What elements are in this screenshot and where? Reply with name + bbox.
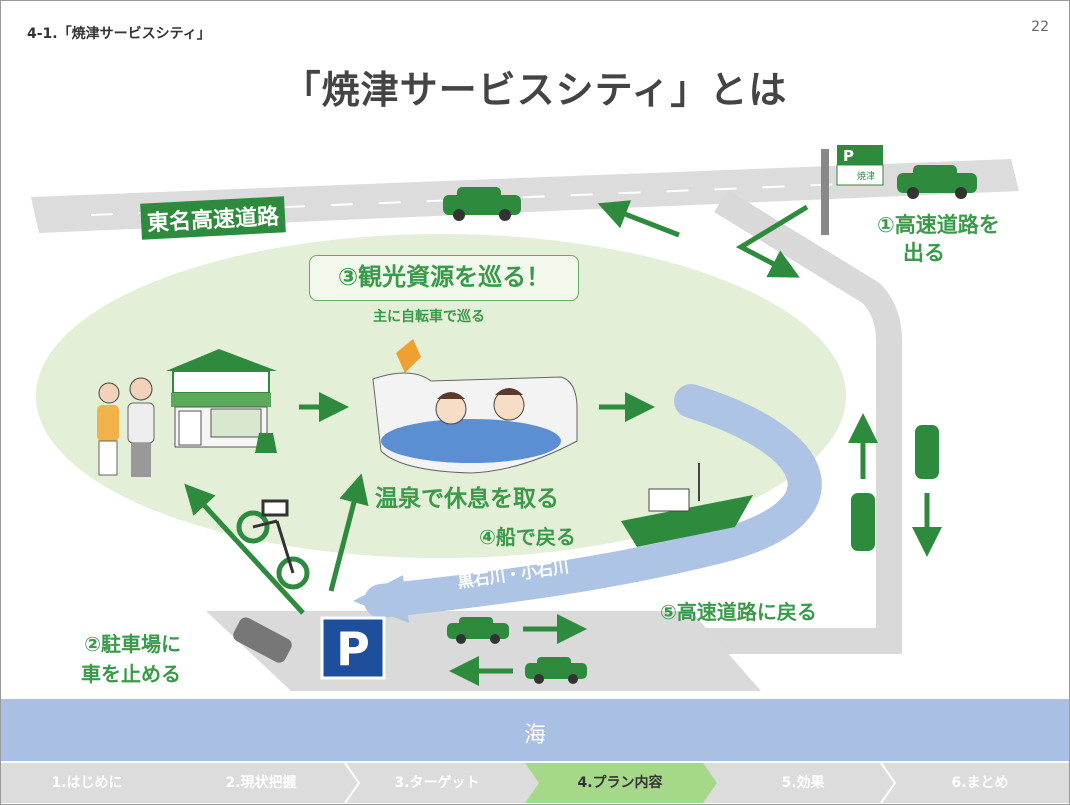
river bbox=[364, 384, 822, 618]
step4-label: ④船で戻る bbox=[479, 525, 576, 549]
car-road-right bbox=[915, 425, 939, 479]
flow-arrows bbox=[184, 200, 942, 686]
step1-line1: ①高速道路を bbox=[877, 213, 1000, 237]
step3-sub-label: 主に自転車で巡る bbox=[373, 309, 485, 325]
step2-label: ②駐車場に車を止める bbox=[81, 629, 181, 689]
sign-p: P bbox=[843, 147, 854, 165]
sign-text: 焼津 bbox=[857, 171, 875, 182]
boat bbox=[621, 463, 753, 547]
car-lot-2 bbox=[525, 657, 587, 684]
step2-line2: 車を止める bbox=[81, 662, 181, 686]
onsen-label: 温泉で休息を取る bbox=[375, 486, 559, 512]
cars bbox=[233, 165, 977, 684]
exit-sign: P 焼津 bbox=[821, 145, 884, 235]
nav-item-plan[interactable]: 4.プラン内容 bbox=[577, 775, 663, 791]
step2-line1: ②駐車場に bbox=[84, 632, 181, 656]
shop bbox=[166, 349, 277, 453]
section-label: 4-1.「焼津サービスシティ」 bbox=[27, 26, 211, 42]
nav-item-effect[interactable]: 5.効果 bbox=[781, 775, 825, 791]
sea bbox=[1, 699, 1069, 761]
progress-nav: 1.はじめに 2.現状把握 3.ターゲット 4.プラン内容 5.効果 6.まとめ bbox=[1, 763, 1069, 803]
sea-label: 海 bbox=[523, 723, 546, 748]
step1-label: ①高速道路を出る bbox=[877, 211, 1000, 267]
page-title: 「焼津サービスシティ」とは bbox=[282, 68, 788, 112]
car-road-left bbox=[851, 493, 875, 551]
arrow-to-onsen bbox=[328, 473, 369, 592]
bicycle bbox=[236, 499, 310, 590]
nav-item-target[interactable]: 3.ターゲット bbox=[394, 775, 480, 791]
car-exit bbox=[897, 165, 977, 199]
car-lot-1 bbox=[447, 617, 509, 644]
tourists bbox=[97, 377, 155, 477]
nav-active-bg bbox=[525, 763, 717, 803]
arrow-exit bbox=[735, 204, 809, 278]
car-parked bbox=[233, 617, 292, 663]
nav-item-intro[interactable]: 1.はじめに bbox=[51, 775, 123, 791]
arrow-to-highway bbox=[597, 200, 680, 238]
step5-label: ⑤高速道路に戻る bbox=[660, 600, 817, 624]
car-highway bbox=[443, 187, 521, 221]
step1-line2: 出る bbox=[903, 241, 945, 265]
parking-p: P bbox=[336, 622, 370, 676]
nav-item-summary[interactable]: 6.まとめ bbox=[951, 775, 1009, 791]
onsen-illustration bbox=[372, 339, 578, 474]
step3-label: ③観光資源を巡る！ bbox=[309, 255, 579, 301]
page-number: 22 bbox=[1031, 19, 1049, 35]
arrow-to-tourists bbox=[184, 483, 305, 615]
parking-sign: P bbox=[320, 616, 386, 680]
highway-label: 東名高速道路 bbox=[140, 196, 286, 240]
nav-item-current[interactable]: 2.現状把握 bbox=[225, 775, 297, 791]
nav-background bbox=[1, 763, 1069, 803]
river-arrowhead bbox=[353, 575, 409, 623]
access-road bbox=[681, 189, 902, 654]
